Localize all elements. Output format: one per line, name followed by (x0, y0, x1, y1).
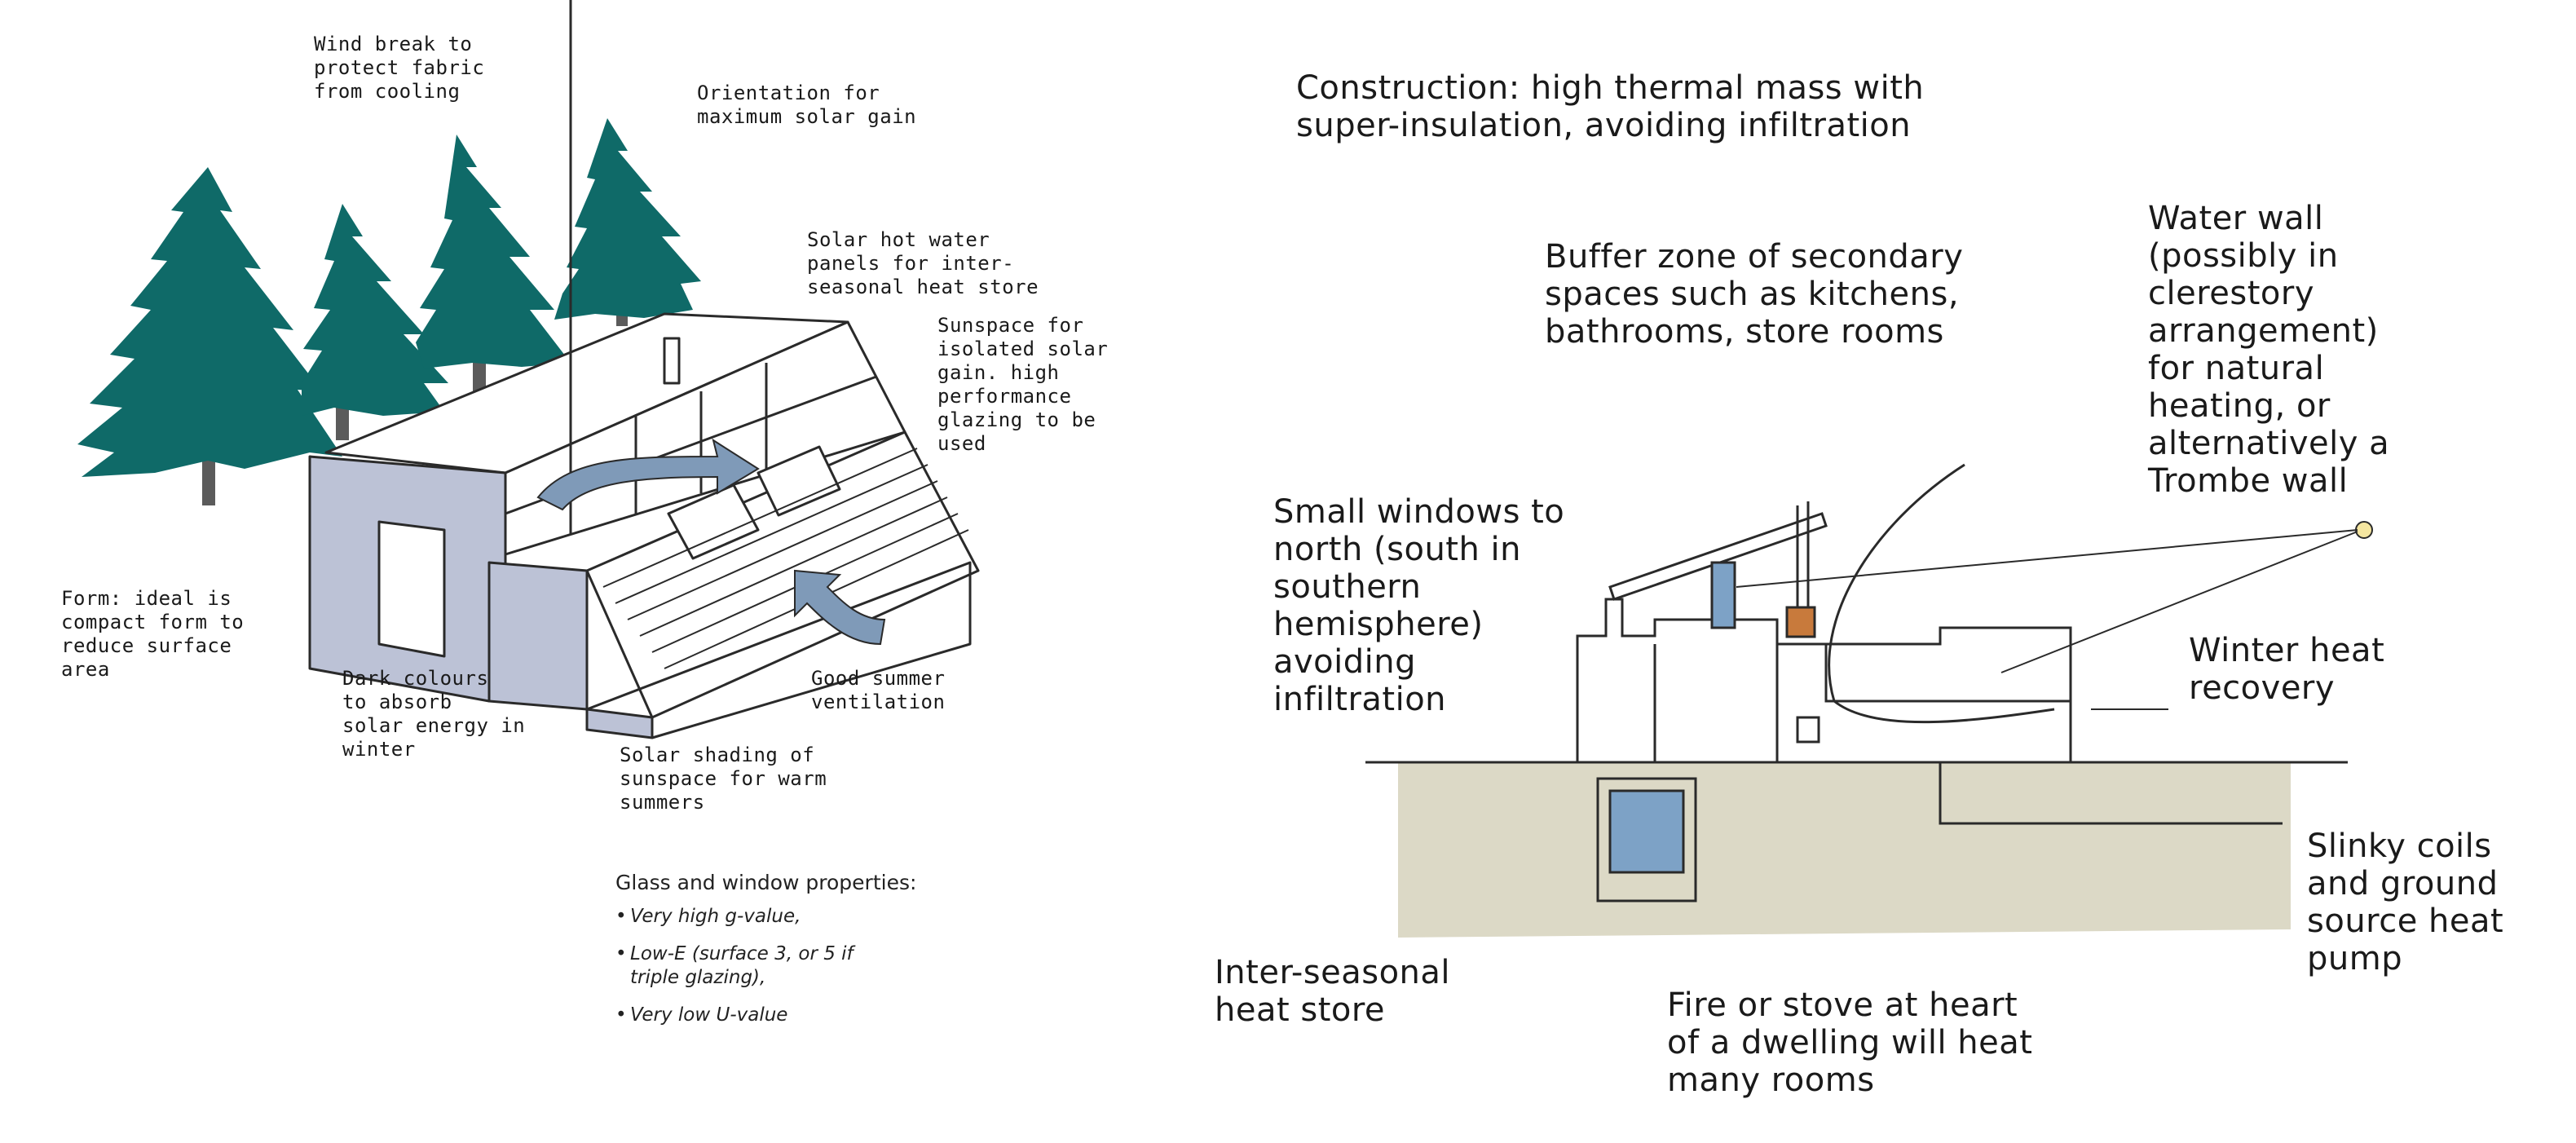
insulation (1940, 626, 2072, 701)
airflow-curve (1828, 463, 2055, 724)
sun-ray (2000, 531, 2358, 673)
pine-tree (554, 118, 701, 320)
sunspace-front (585, 708, 654, 739)
water-wall (1710, 561, 1736, 629)
label-sunspace: Sunspace for isolated solar gain. high p… (937, 314, 1109, 455)
tree-trunk (202, 457, 215, 505)
label-winter-heat: Winter heat recovery (2189, 632, 2385, 707)
label-water-wall: Water wall (possibly in clerestory arran… (2148, 200, 2390, 500)
door (377, 520, 446, 658)
label-inter-seasonal: Inter-seasonal heat store (1215, 954, 1451, 1029)
trees (77, 118, 701, 505)
label-slinky-coils: Slinky coils and ground source heat pump (2307, 827, 2504, 978)
glass-properties-list: Very high g-value, Low-E (surface 3, or … (615, 905, 1039, 1041)
label-wind-break: Wind break to protect fabric from coolin… (314, 33, 485, 103)
shading-slats (602, 448, 969, 669)
label-buffer-zone: Buffer zone of secondary spaces such as … (1545, 238, 1964, 351)
sun-rays (1736, 521, 2373, 710)
clerestory-roof (1608, 512, 1828, 601)
solar-panel (756, 445, 841, 517)
basement-walls (1596, 777, 1697, 902)
heat-recovery-duct (1824, 644, 2071, 703)
label-solar-shading: Solar shading of sunspace for warm summe… (620, 744, 827, 814)
sun-icon (2355, 521, 2373, 539)
warm-air-arrow (536, 438, 760, 511)
stove (1785, 606, 1816, 638)
sunspace-frame (586, 561, 972, 739)
label-solar-hot-water: Solar hot water panels for inter- season… (807, 228, 1039, 298)
label-form: Form: ideal is compact form to reduce su… (61, 587, 245, 681)
glass-property-item: Very high g-value, (615, 905, 1039, 929)
glass-properties-title: Glass and window properties: (615, 871, 917, 894)
label-construction: Construction: high thermal mass with sup… (1296, 69, 1925, 144)
label-small-windows: Small windows to north (south in souther… (1273, 493, 1565, 718)
ground-section (1398, 762, 2291, 938)
right-ground (1365, 761, 2348, 938)
airflow-arrows (536, 438, 886, 646)
house-section (1576, 463, 2072, 902)
house-left (308, 0, 980, 739)
label-summer-ventilation: Good summer ventilation (811, 667, 946, 713)
solar-panel (667, 483, 760, 560)
label-fire-stove: Fire or stove at heart of a dwelling wil… (1667, 986, 2033, 1099)
glass-property-item: Very low U-value (615, 1004, 1039, 1027)
label-orientation: Orientation for maximum solar gain (697, 82, 917, 128)
ventilation-arrow (794, 569, 886, 646)
slinky-coil-pipe (1939, 762, 2283, 825)
house-outline (1576, 598, 1779, 762)
stove-base (1796, 716, 1820, 744)
glass-property-item: Low-E (surface 3, or 5 if triple glazing… (615, 942, 1039, 990)
sun-ray (1736, 529, 2358, 588)
inter-seasonal-heat-store-tank (1608, 789, 1685, 874)
label-dark-colours: Dark colours to absorb solar energy in w… (342, 667, 526, 761)
pine-tree (416, 135, 571, 368)
house-outline-right (1777, 626, 2072, 764)
pine-tree (77, 167, 342, 477)
pine-tree (302, 204, 448, 416)
chimney (663, 337, 681, 385)
